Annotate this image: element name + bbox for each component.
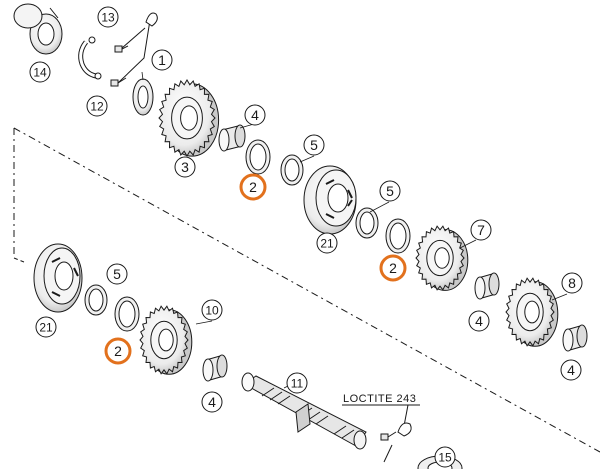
bearing-part-14 (13, 3, 63, 55)
callout-c4b: 4 (468, 310, 490, 332)
loctite-note: LOCTITE 243 (343, 393, 416, 405)
callout-c5a: 5 (303, 134, 325, 156)
callout-c21a: 21 (316, 232, 338, 254)
callout-circle (174, 156, 196, 178)
callout-c3: 3 (174, 156, 196, 178)
washer-part-2-left (114, 296, 140, 332)
retaining-clip-part-13 (78, 36, 102, 80)
callout-circle (434, 446, 456, 468)
bushing-part-4-top (218, 124, 246, 152)
callout-c7: 7 (470, 219, 492, 241)
callout-label: 13 (101, 11, 115, 25)
callout-c4d: 4 (201, 391, 223, 413)
callout-label: 5 (310, 137, 318, 153)
callout-circle (97, 6, 119, 28)
callout-label: 10 (205, 304, 219, 318)
callout-c10: 10 (201, 299, 223, 321)
callout-circle (379, 254, 407, 282)
callout-circle (201, 391, 223, 413)
bushing-part-4-right (474, 272, 500, 300)
callout-circle (239, 173, 267, 201)
washer-part-2-mid (385, 218, 411, 254)
callout-circle (560, 359, 582, 381)
ring-part-1 (132, 78, 154, 116)
callout-c11: 11 (286, 372, 308, 394)
callout-circle (470, 219, 492, 241)
callout-c1: 1 (151, 49, 173, 71)
washer-part-2-top (245, 139, 271, 175)
callout-circle (303, 134, 325, 156)
callout-label: 5 (386, 183, 394, 199)
gear-part-8 (505, 277, 559, 347)
callout-circle (316, 232, 338, 254)
callout-circle (35, 316, 57, 338)
callout-circle (86, 95, 108, 117)
callout-label: 8 (568, 275, 576, 291)
bushing-part-4-lower (202, 354, 228, 382)
callout-label: 21 (320, 237, 334, 251)
callout-c5c: 5 (106, 263, 128, 285)
bushing-part-4-far-right (562, 324, 588, 352)
gear-part-3 (158, 79, 220, 157)
shift-wheel-part-21-left (33, 243, 83, 313)
callout-label: 5 (113, 266, 121, 282)
callout-c2c: 2 (104, 337, 132, 365)
housing-outline (13, 127, 600, 453)
washer-part-5-top (280, 154, 304, 186)
callout-c4c: 4 (560, 359, 582, 381)
callout-circle (468, 310, 490, 332)
loctite-leader (342, 404, 420, 463)
callout-c14: 14 (29, 61, 51, 83)
callout-circle (286, 372, 308, 394)
gear-part-7 (415, 225, 469, 291)
callout-circle (379, 180, 401, 202)
callout-c2a: 2 (239, 173, 267, 201)
callout-label: 3 (181, 159, 189, 175)
callout-c2b: 2 (379, 254, 407, 282)
callout-label: 4 (251, 107, 259, 123)
callout-label: 1 (158, 52, 166, 68)
callout-label: 2 (114, 343, 122, 359)
callout-c13: 13 (97, 6, 119, 28)
callout-label: 14 (33, 66, 47, 80)
callout-label: 4 (567, 362, 575, 378)
callout-circle (29, 61, 51, 83)
shaft-part-11 (241, 372, 367, 450)
callout-label: 21 (39, 321, 53, 335)
callout-c21b: 21 (35, 316, 57, 338)
callout-label: 7 (477, 222, 485, 238)
callout-circle (104, 337, 132, 365)
screw-part-13 (114, 45, 129, 53)
callout-label: 11 (291, 377, 304, 391)
callout-circle (244, 104, 266, 126)
gear-part-10 (139, 305, 193, 375)
callout-label: 4 (208, 394, 216, 410)
callout-c8: 8 (561, 272, 583, 294)
callout-label: 12 (90, 100, 104, 114)
callout-c4a: 4 (244, 104, 266, 126)
callout-circle (106, 263, 128, 285)
callout-label: 4 (475, 313, 483, 329)
callout-label: 15 (438, 451, 452, 465)
callout-circle (151, 49, 173, 71)
callout-circle (201, 299, 223, 321)
washer-part-5-left (84, 284, 108, 316)
washer-part-5-mid (355, 207, 379, 239)
callout-c15: 15 (434, 446, 456, 468)
callout-label: 2 (389, 260, 397, 276)
callout-c5b: 5 (379, 180, 401, 202)
parts-layer (13, 3, 588, 469)
callout-circle (561, 272, 583, 294)
callout-label: 2 (249, 179, 257, 195)
callout-c12: 12 (86, 95, 108, 117)
shift-wheel-part-21-top (303, 165, 357, 235)
